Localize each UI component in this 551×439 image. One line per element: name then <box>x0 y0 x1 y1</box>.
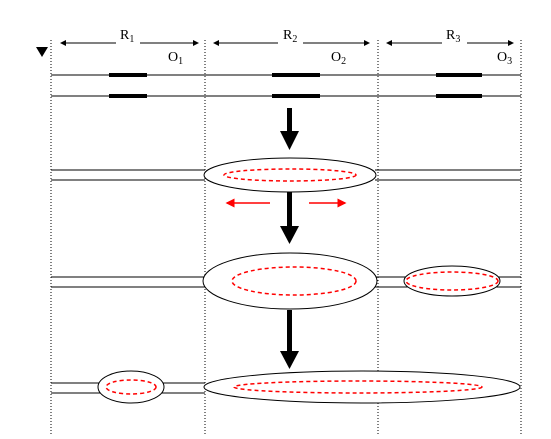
replication-bubble-inner <box>223 168 357 182</box>
origin-marker <box>109 73 147 77</box>
origin-marker <box>109 94 147 98</box>
down-arrow-icon <box>280 192 299 244</box>
stage-1-dna <box>51 73 521 98</box>
replication-bubble-inner <box>233 380 483 394</box>
origin-marker <box>436 94 482 98</box>
start-triangle-icon <box>36 47 48 57</box>
replication-bubble-inner <box>231 266 357 296</box>
origin-marker <box>436 73 482 77</box>
origin-label-o3: O3 <box>497 50 512 67</box>
replication-bubble <box>203 157 377 193</box>
region-label-r1: R1 <box>120 28 134 45</box>
region-boundaries <box>50 40 522 436</box>
replication-bubble-inner <box>405 271 499 291</box>
replication-bubble <box>203 370 521 404</box>
replication-bubble <box>202 252 378 310</box>
replication-bubble-inner <box>105 379 157 395</box>
origin-label-o2: O2 <box>331 50 346 67</box>
replication-bubble <box>403 265 501 297</box>
down-arrow-icon <box>280 310 299 369</box>
region-label-r2: R2 <box>283 28 297 45</box>
progression-arrows <box>280 108 299 369</box>
region-label-r3: R3 <box>446 28 460 45</box>
down-arrow-icon <box>280 108 299 150</box>
origin-marker <box>272 94 320 98</box>
replication-bubble <box>97 370 165 404</box>
origin-marker <box>272 73 320 77</box>
stage-4-dna <box>51 370 521 404</box>
stage-3-dna <box>51 252 521 310</box>
stage-2-dna <box>51 157 521 208</box>
origin-label-o1: O1 <box>168 50 183 67</box>
